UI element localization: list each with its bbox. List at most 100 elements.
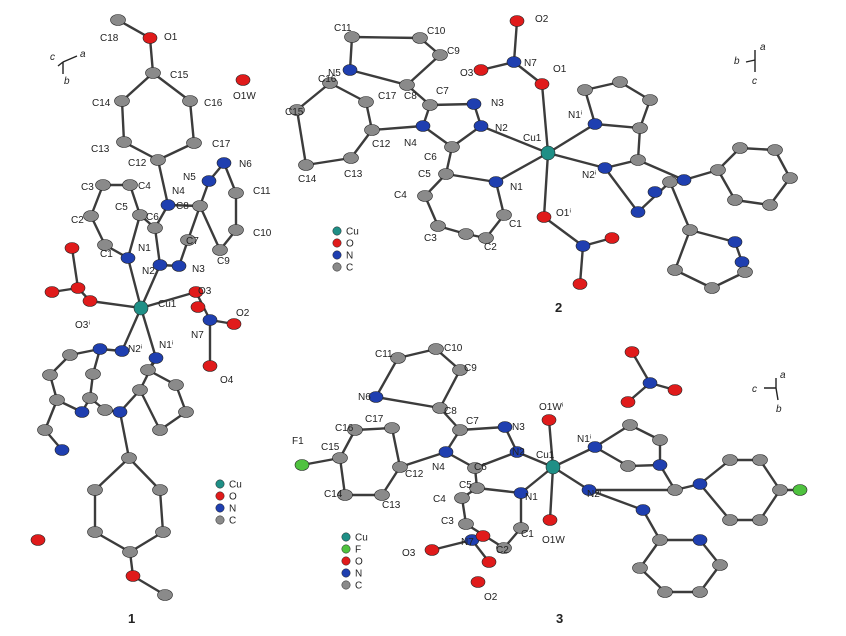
atom-s1-O1Wb <box>30 534 46 546</box>
bond-s3-10 <box>473 450 519 470</box>
atom-s1-C7 <box>180 234 196 246</box>
atom-s1-Cu1 <box>133 300 149 316</box>
atom-label-s3-20: C13 <box>382 500 401 511</box>
atom-s3-O3 <box>424 544 440 556</box>
atom-s3-Nb8 <box>722 454 738 466</box>
atom-s3-On1 <box>624 346 640 358</box>
atom-label-s2-3: C9 <box>447 46 460 57</box>
atom-label-s3-14: C12 <box>405 469 424 480</box>
atom-label-s3-25: C1 <box>521 529 534 540</box>
bond-s3-4 <box>374 356 400 399</box>
bond-s1-58 <box>93 456 131 492</box>
atom-s3-N2 <box>509 446 525 458</box>
atom-s3-Nb15 <box>692 534 708 546</box>
atom-s1-N1i <box>148 352 164 364</box>
atom-s3-C6 <box>467 462 483 474</box>
atom-s3-Cu1 <box>545 459 561 475</box>
atom-s2-N4b <box>676 174 692 186</box>
atom-s2-N5b <box>734 256 750 268</box>
bond-s1-17 <box>186 204 202 242</box>
bond-s1-56 <box>138 388 162 432</box>
atom-label-s3-29: N7 <box>461 537 474 548</box>
atom-s3-C2 <box>496 542 512 554</box>
atom-s2-O1 <box>534 78 550 90</box>
atom-label-s1-18: C6 <box>146 212 159 223</box>
legend-label-s1-1: O <box>229 492 237 503</box>
atom-s1-N2i <box>114 345 130 357</box>
atom-s3-Nb13 <box>722 514 738 526</box>
axis-c-label-1: c <box>50 52 55 63</box>
atom-s2-C7 <box>422 99 438 111</box>
atom-s2-C12b <box>710 164 726 176</box>
atom-s3-Nb2 <box>652 434 668 446</box>
atom-s2-Ni3 <box>612 76 628 88</box>
legend-swatch-s3-3 <box>341 568 351 578</box>
atom-s2-N7b <box>575 240 591 252</box>
atom-s2-C6b <box>630 154 646 166</box>
bond-s3-29 <box>548 465 555 522</box>
atom-s1-C1v <box>42 369 58 381</box>
atom-s1-C1r <box>132 384 148 396</box>
bond-s2-32 <box>546 122 597 155</box>
atom-s3-C16 <box>347 424 363 436</box>
bond-s1-57 <box>118 410 131 460</box>
atom-label-s2-12: N3 <box>491 98 504 109</box>
bond-s2-57 <box>688 228 737 244</box>
atom-label-s2-14: C12 <box>372 139 391 150</box>
bond-s3-3 <box>374 395 442 410</box>
atom-s1-C1x <box>85 368 101 380</box>
atom-s3-Nb17 <box>692 586 708 598</box>
bond-s1-36 <box>139 306 158 360</box>
atom-s3-C8 <box>432 402 448 414</box>
atom-s3-N4 <box>438 446 454 458</box>
axis-a-label-2: a <box>760 42 766 53</box>
atom-label-s2-22: N2ⁱ <box>582 170 597 181</box>
atom-label-s3-24: C3 <box>441 516 454 527</box>
bond-s2-56 <box>668 180 692 232</box>
structure-number-3: 3 <box>556 611 563 626</box>
atom-label-s1-25: C9 <box>217 256 230 267</box>
bond-s3-42 <box>587 488 645 512</box>
atom-s3-Nb10 <box>772 484 788 496</box>
atom-label-s2-5: N5 <box>328 68 341 79</box>
atom-s3-Nb18 <box>657 586 673 598</box>
bond-s1-61 <box>158 488 165 534</box>
atom-label-s1-0: C18 <box>100 33 119 44</box>
atom-s1-C16 <box>182 95 198 107</box>
legend-label-s1-3: C <box>229 516 236 527</box>
atom-label-s1-1: O1 <box>164 32 178 43</box>
legend-label-s3-1: F <box>355 545 361 556</box>
atom-label-s3-21: N1 <box>525 492 538 503</box>
bond-s2-14 <box>295 81 332 112</box>
bond-s3-11 <box>398 450 448 469</box>
atom-label-s1-33: O4 <box>220 375 234 386</box>
atom-s2-N5 <box>342 64 358 76</box>
atom-s1-O3b <box>70 282 86 294</box>
atom-label-s2-17: N1ⁱ <box>568 110 583 121</box>
atom-s3-Nb19 <box>632 562 648 574</box>
bond-s1-27 <box>126 213 142 260</box>
bond-s3-28 <box>547 418 555 469</box>
atom-s1-C1t <box>37 424 53 436</box>
bond-s1-31 <box>88 299 143 310</box>
bond-s1-35 <box>120 306 143 353</box>
atom-s1-N1 <box>120 252 136 264</box>
axis-a-label-3: a <box>780 370 786 381</box>
atom-label-s3-15: N4 <box>432 462 445 473</box>
atom-s1-C5 <box>132 209 148 221</box>
atom-label-s3-1: C10 <box>444 343 463 354</box>
atom-s1-O3i <box>82 295 98 307</box>
atom-s3-C17 <box>384 422 400 434</box>
atom-s3-Nb4 <box>652 459 668 471</box>
atom-s1-C11 <box>228 187 244 199</box>
atom-s3-Nb12 <box>752 514 768 526</box>
atom-s1-C18b <box>157 589 173 601</box>
atom-label-s1-24: N3 <box>192 264 205 275</box>
atom-label-s1-21: C10 <box>253 228 272 239</box>
atom-label-s1-2: O1W <box>233 91 256 102</box>
atom-s3-N6 <box>368 391 384 403</box>
bond-s1-3 <box>151 71 192 103</box>
atom-s1-O3d <box>64 242 80 254</box>
atom-s2-C15b <box>782 172 798 184</box>
